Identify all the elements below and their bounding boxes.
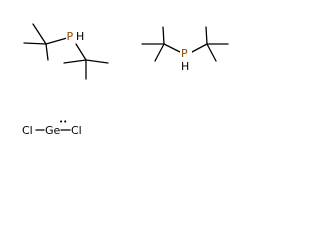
molecule-left: P H — [23, 23, 109, 80]
bond — [32, 23, 47, 45]
bond — [23, 42, 47, 45]
bond — [205, 26, 208, 45]
bond — [206, 43, 217, 62]
molecule-right: P H — [141, 26, 229, 73]
phosphorus-atom-label: P — [67, 30, 74, 43]
bond — [154, 43, 165, 62]
bond — [45, 43, 49, 61]
germanium-atom-label: Ge — [45, 124, 61, 137]
bond — [191, 43, 208, 53]
lone-pair-marks: •• — [59, 118, 67, 126]
phosphorus-atom-label: P — [181, 47, 188, 60]
chlorine-atom-label: Cl — [71, 124, 82, 137]
hydrogen-atom-label: H — [76, 30, 84, 43]
hydrogen-atom-label: H — [181, 60, 189, 73]
bond — [162, 26, 165, 45]
bond — [75, 43, 87, 61]
bond — [63, 59, 87, 64]
bond — [45, 37, 68, 45]
chlorine-atom-label: Cl — [22, 124, 33, 137]
bond — [85, 59, 109, 64]
bond — [163, 43, 181, 53]
molecule-diagram: P H P H Cl Ge •• Cl — [22, 23, 229, 137]
germanium-dichloride: Cl Ge •• Cl — [22, 118, 82, 137]
